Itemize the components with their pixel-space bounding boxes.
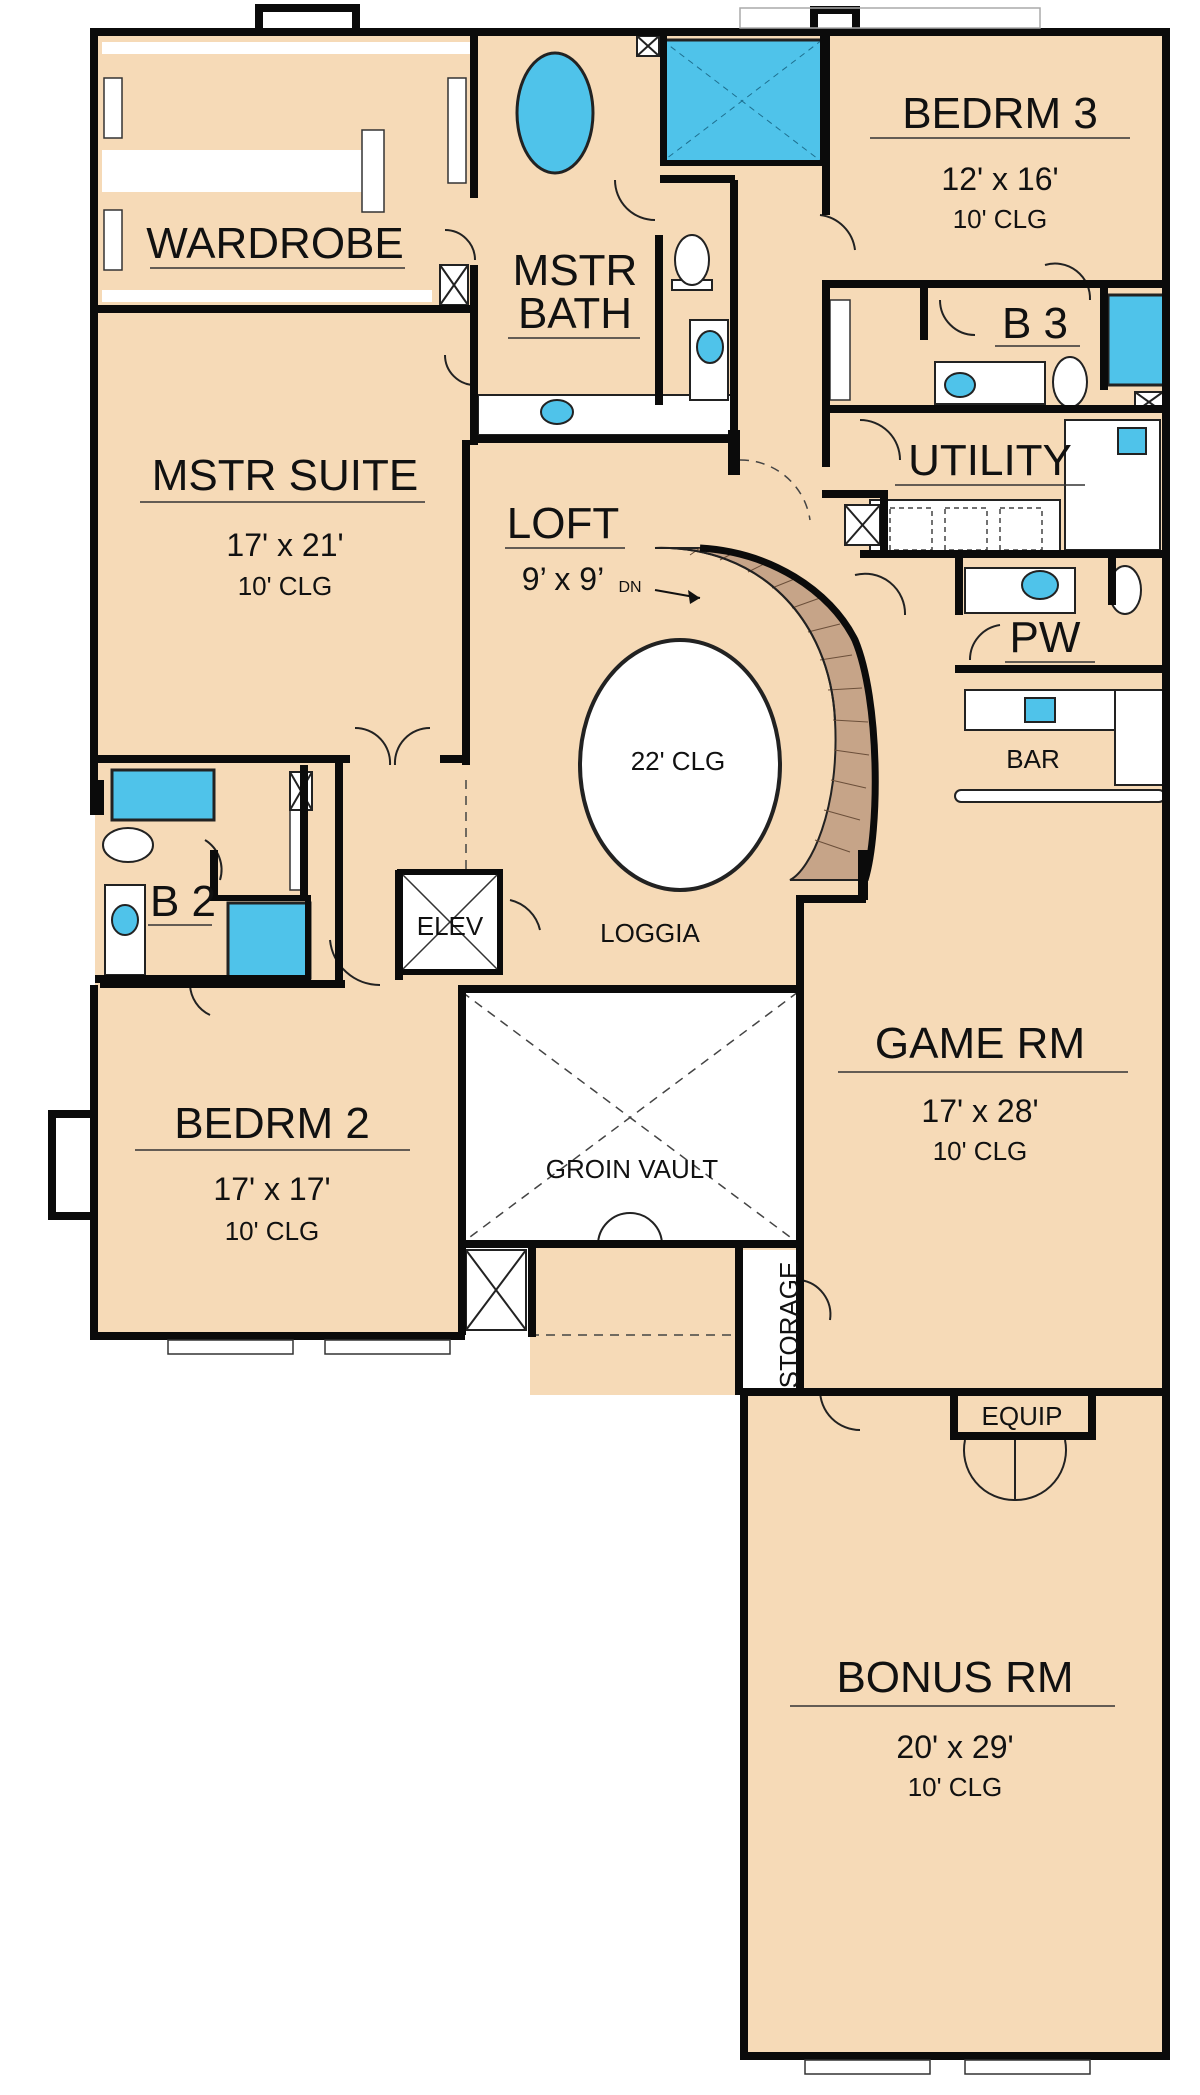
wall-bottom-right	[740, 2052, 1170, 2060]
floor-storage	[740, 1250, 800, 1390]
game-rm-clg: 10' CLG	[933, 1136, 1028, 1166]
b2-tub	[110, 768, 216, 822]
room-labels: WARDROBE MSTR BATH BEDRM 3 12' x 16' 10'…	[135, 89, 1130, 1802]
b2-vanity	[104, 884, 146, 976]
wardrobe-name: WARDROBE	[146, 219, 404, 268]
wall-bonus-left	[740, 1390, 748, 2060]
pw-vanity	[964, 567, 1076, 614]
bedrm3-size: 12' x 16'	[941, 161, 1058, 197]
floor-wardrobe-shelf-bottom	[102, 290, 432, 302]
windows	[167, 7, 1091, 2075]
open-to-below-clg: 22' CLG	[631, 746, 726, 776]
bedrm3-clg: 10' CLG	[953, 204, 1048, 234]
wall-left-upper	[90, 28, 98, 788]
elev-name: ELEV	[417, 911, 484, 941]
wall-right	[1162, 28, 1170, 2060]
floor-wardrobe-shelf	[102, 42, 472, 54]
bedrm2-clg: 10' CLG	[225, 1216, 320, 1246]
bar-island	[954, 789, 1166, 803]
pw-name: PW	[1010, 613, 1081, 662]
b3-closet-shelf	[829, 299, 851, 401]
wardrobe-rod-right	[447, 77, 467, 184]
elevator-shaft	[397, 869, 503, 975]
bonus-rm-clg: 10' CLG	[908, 1772, 1003, 1802]
loft-dn: DN	[618, 579, 641, 596]
washer	[889, 507, 933, 551]
utility-box	[999, 507, 1043, 551]
wall-left-mid	[90, 985, 98, 1340]
mstr-bath-line2: BATH	[518, 289, 632, 338]
bonus-rm-size: 20' x 29'	[896, 1729, 1013, 1765]
bar-sink	[1024, 697, 1056, 723]
bedrm2-name: BEDRM 2	[174, 1099, 370, 1148]
wall-bottom-left	[90, 1332, 465, 1340]
bonus-rm-name: BONUS RM	[836, 1653, 1073, 1702]
groin-vault-lines	[461, 991, 799, 1246]
wall-top-mid	[470, 28, 835, 36]
master-sink-1	[540, 399, 574, 425]
game-rm-size: 17' x 28'	[921, 1093, 1038, 1129]
b3-shower	[1106, 293, 1167, 387]
loft-name: LOFT	[507, 499, 619, 548]
master-sink-2	[696, 330, 724, 364]
mstr-suite-clg: 10' CLG	[238, 571, 333, 601]
wall-left-b2	[90, 780, 104, 815]
storage-name: STORAGE	[774, 1262, 804, 1389]
bathtub	[515, 51, 595, 175]
equip-name: EQUIP	[982, 1401, 1063, 1431]
b2-sink	[111, 904, 139, 936]
wall-top-right	[825, 28, 1170, 36]
master-toilet	[674, 234, 710, 286]
wardrobe-rod-left	[103, 77, 123, 139]
wardrobe-rod-mid	[361, 129, 385, 213]
b3-name: B 3	[1002, 299, 1068, 348]
bar-name: BAR	[1006, 744, 1059, 774]
b2-shower	[226, 901, 312, 980]
utility-sink	[1117, 427, 1147, 455]
wall-top-left	[90, 28, 475, 36]
groin-vault-name: GROIN VAULT	[546, 1154, 719, 1184]
loft-size: 9’ x 9’	[522, 561, 604, 597]
floor-wardrobe-island	[102, 150, 362, 192]
walls	[48, 4, 1170, 2060]
mstr-bath-line1: MSTR	[513, 246, 638, 295]
pw-sink	[1021, 570, 1059, 600]
open-to-below-oval	[578, 638, 782, 892]
dryer	[944, 507, 988, 551]
mstr-suite-name: MSTR SUITE	[152, 451, 418, 500]
b2-toilet	[102, 827, 154, 863]
bar-counter-right	[1114, 689, 1166, 786]
b2-name: B 2	[150, 877, 216, 926]
utility-name: UTILITY	[908, 436, 1072, 485]
b3-sink	[944, 372, 976, 398]
loggia-name: LOGGIA	[600, 918, 700, 948]
wardrobe-rod-left2	[103, 209, 123, 271]
game-rm-name: GAME RM	[875, 1019, 1085, 1068]
bedrm3-name: BEDRM 3	[902, 89, 1098, 138]
bedrm2-size: 17' x 17'	[213, 1171, 330, 1207]
mstr-suite-size: 17' x 21'	[226, 527, 343, 563]
b3-toilet	[1052, 356, 1088, 408]
